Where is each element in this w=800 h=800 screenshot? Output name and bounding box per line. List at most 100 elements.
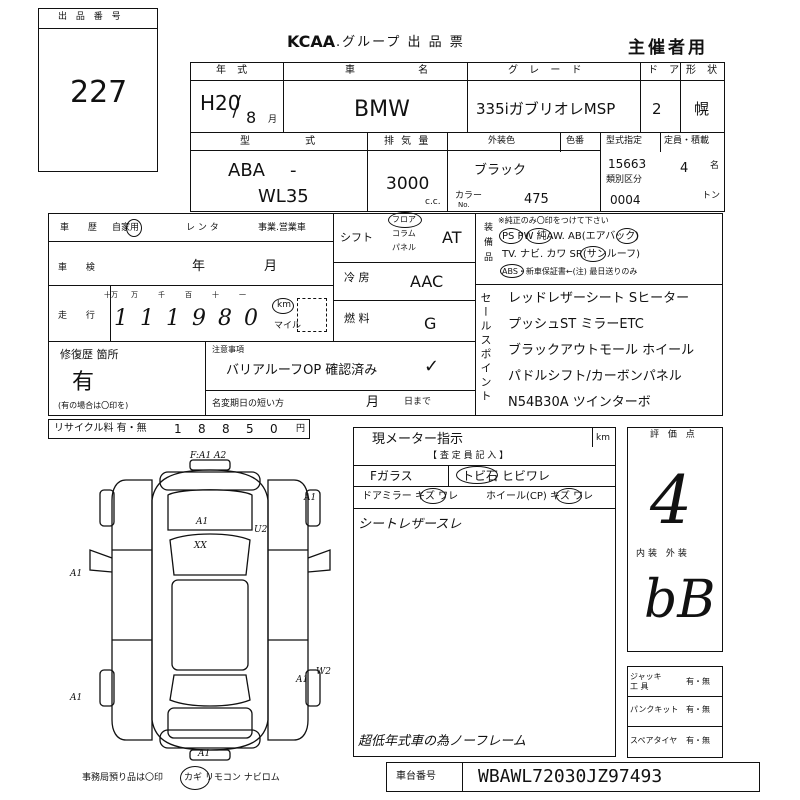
accessories-box xyxy=(627,666,723,758)
recycle-digit: 1 xyxy=(174,422,182,436)
spare-label: スペアタイヤ xyxy=(630,736,678,745)
capacity-tons: トン xyxy=(702,191,721,201)
meter-glass: Fガラス xyxy=(370,469,413,483)
year-slash: / xyxy=(232,89,242,122)
color-value: ブラック xyxy=(474,163,527,178)
mileage-digit: 1 xyxy=(140,306,154,331)
keys-label: カギ リモコン ナビロム xyxy=(184,773,280,783)
km-circle xyxy=(272,298,294,314)
color-label: カラー xyxy=(455,191,483,201)
ab-circle xyxy=(616,228,638,244)
ac-label: 冷 房 xyxy=(344,271,370,284)
inspection-month-unit: 月 xyxy=(264,259,278,274)
capacity-persons: 名 xyxy=(710,161,720,171)
mileage-unit-label: 百 xyxy=(185,291,192,299)
wheel-kizu-circle xyxy=(556,488,582,504)
equip-note: ※純正のみ〇印をつけて下さい xyxy=(498,216,609,225)
label-designation: 型式指定 xyxy=(606,136,643,146)
mark-6: A1 xyxy=(198,749,211,759)
office-label: 事務局預り品は〇印 xyxy=(82,773,164,783)
mark-4: A1 xyxy=(70,693,83,703)
car-diagram xyxy=(89,459,331,761)
recycle-unit: 円 xyxy=(296,424,306,434)
mile-unit: マイル xyxy=(274,321,302,331)
mileage-digit: 1 xyxy=(166,306,180,331)
meter-box xyxy=(353,427,616,757)
wheel-fl xyxy=(99,489,115,527)
score-box xyxy=(627,427,723,652)
score-label: 評 価 点 xyxy=(650,430,698,440)
wheel-rr xyxy=(305,669,321,707)
color-no-label: No. xyxy=(458,201,470,209)
puncture-label: パンクキット xyxy=(630,705,679,714)
reg-day: 日まで xyxy=(404,397,432,407)
label-body: 形 状 xyxy=(686,65,722,76)
mark-front: F:A1 A2 xyxy=(190,451,227,461)
color-code: 475 xyxy=(524,192,549,207)
kawa-circle xyxy=(580,246,606,262)
class-label: 類別区分 xyxy=(606,175,643,185)
km-unit: km xyxy=(277,300,291,310)
label-capacity: 定員・積載 xyxy=(664,136,710,146)
recycle-digit: 5 xyxy=(246,422,254,436)
bumper-front xyxy=(159,471,261,491)
cc-unit: c.c. xyxy=(425,197,441,207)
vin-label: 車台番号 xyxy=(396,771,436,782)
equip-line1: PS PW 純AW. AB(エアバック) xyxy=(502,231,640,242)
mileage-unit-label: 千 xyxy=(158,291,165,299)
notes-line: バリアルーフOP 確認済み xyxy=(226,363,378,378)
floor-circle xyxy=(388,212,422,228)
meter-title: 現メーター指示 xyxy=(372,432,464,447)
reg-label: 名変期日の短い方 xyxy=(212,399,285,409)
label-grade: グ レ ー ド xyxy=(508,65,586,76)
mark-xx: XX xyxy=(194,541,207,551)
inspection-label: 車 検 xyxy=(58,263,103,273)
label-year: 年 式 xyxy=(216,65,252,76)
class-code: 0004 xyxy=(610,193,641,207)
type-designation: 15663 xyxy=(608,157,647,171)
right-side xyxy=(267,479,309,741)
ac-value: AAC xyxy=(410,272,444,291)
selling-line-1: レッドレザーシート Sヒーター xyxy=(508,291,690,306)
label-make: 車 名 xyxy=(345,65,459,76)
label-ext-color: 外装色 xyxy=(488,136,516,146)
recycle-digit: 8 xyxy=(198,422,206,436)
spare-opt: 有・無 xyxy=(686,736,710,745)
self-use-circle xyxy=(126,219,142,237)
inspection-year-unit: 年 xyxy=(192,259,206,274)
equip-label: 装備品 xyxy=(482,222,492,267)
mark-5: U2 xyxy=(254,525,268,535)
meter-wheel: ホイール(CP) キズ ワレ xyxy=(486,491,594,502)
header-role: 主催者用 xyxy=(628,38,708,58)
header-title: .グループ 出 品 票 xyxy=(336,35,465,50)
label-displacement: 排 気 量 xyxy=(384,136,431,147)
fuel-value: G xyxy=(424,314,437,333)
header-brand: KCAA xyxy=(287,32,336,51)
body-value: 幌 xyxy=(694,100,710,118)
shift-opt-column: コラム xyxy=(392,229,416,238)
mirror-kizu-circle xyxy=(420,488,446,504)
mileage-digit: 8 xyxy=(218,306,232,331)
label-doors: ド ア xyxy=(648,65,684,76)
mileage-unit-label: 一 xyxy=(239,291,246,299)
mark-2: A1 xyxy=(196,517,209,527)
jack-opt: 有・無 xyxy=(686,677,710,686)
recycle-digit: 0 xyxy=(270,422,278,436)
notes-label: 注意事項 xyxy=(212,345,244,354)
lot-box xyxy=(38,8,158,172)
abs-circle xyxy=(500,264,524,278)
history-rental: レ ン タ xyxy=(186,223,219,233)
mirror-left xyxy=(89,549,113,573)
repair-note: (有の場合は〇印を) xyxy=(58,401,129,410)
handwriting-1: シートレザースレ xyxy=(358,517,462,532)
repair-label: 修復歴 箇所 xyxy=(60,348,119,361)
mark-8: W2 xyxy=(316,667,331,677)
model-dash: - xyxy=(290,160,297,181)
mark-1: A1 xyxy=(304,493,317,503)
keys-circle xyxy=(180,766,210,790)
mark-7: A1 xyxy=(296,675,309,685)
left-side xyxy=(111,479,153,741)
car-rear-window xyxy=(169,674,251,707)
year-month: 8 xyxy=(246,108,257,127)
rear-plate xyxy=(189,749,231,761)
